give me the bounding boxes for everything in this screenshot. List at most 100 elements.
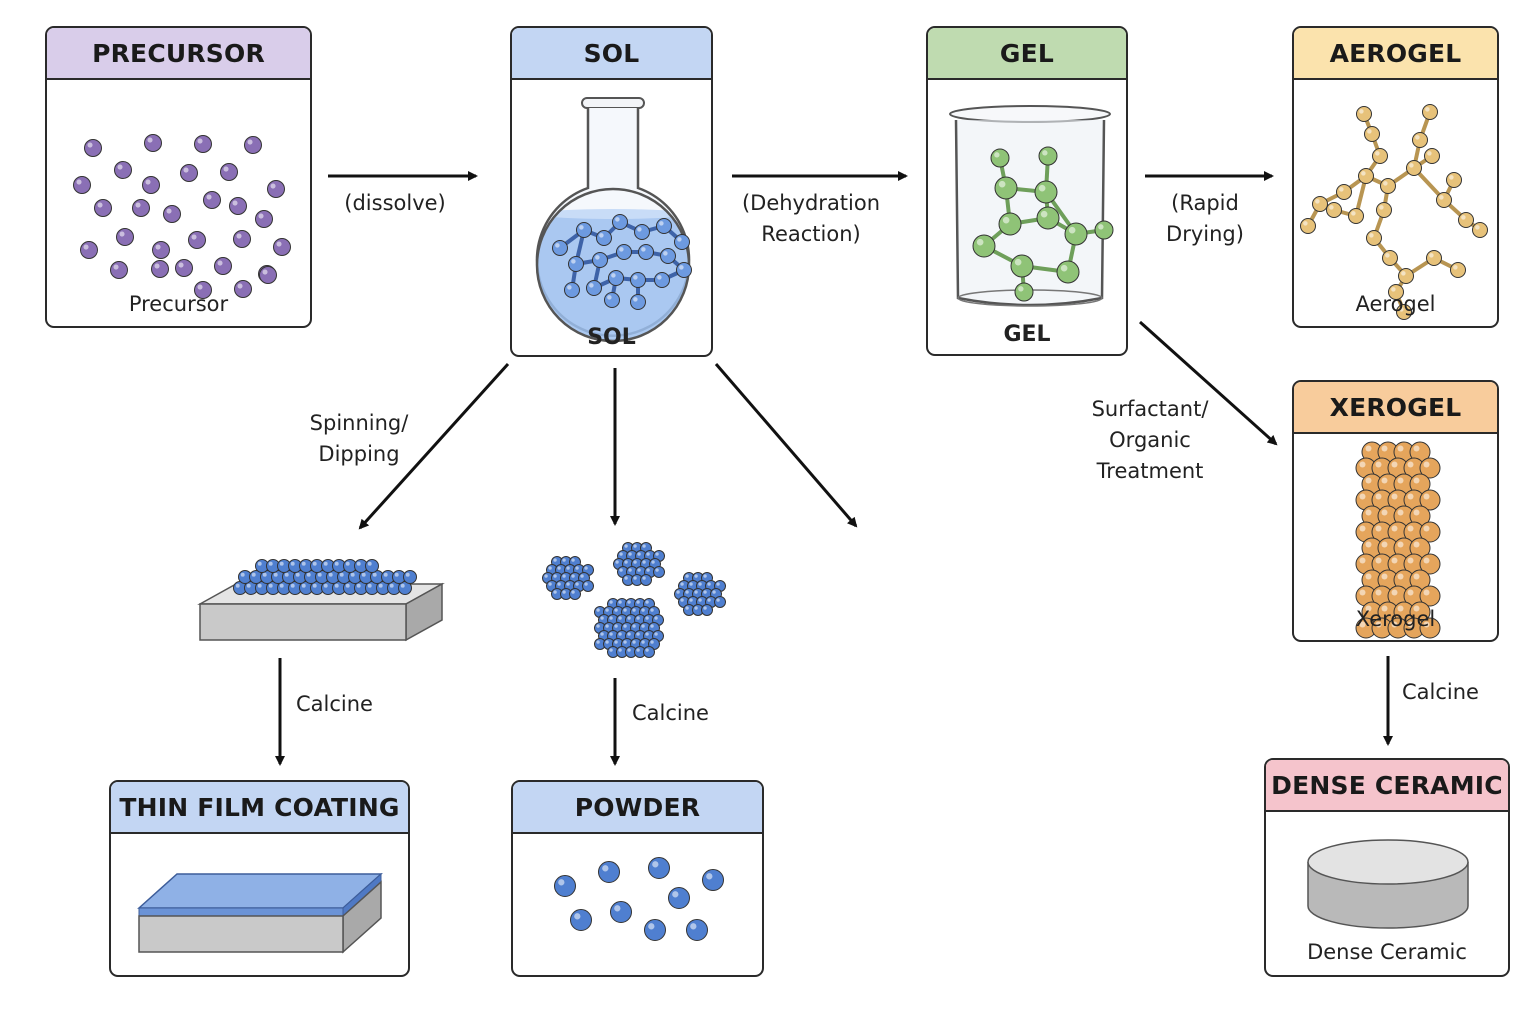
- precursor-particle: [132, 199, 150, 217]
- cluster-particle: [607, 598, 619, 610]
- cluster-particle: [649, 558, 661, 570]
- film-particle: [315, 570, 329, 584]
- cluster-particle: [648, 622, 660, 634]
- gel-node: [1010, 254, 1034, 278]
- cluster-particle: [635, 550, 647, 562]
- aerogel-node: [1348, 208, 1364, 224]
- label-calcine-xerogel: Calcine: [1402, 680, 1479, 704]
- precursor-header: PRECURSOR: [47, 28, 310, 80]
- precursor-particle: [152, 241, 170, 259]
- xerogel-particle-stack: [1355, 441, 1441, 639]
- aerogel-node: [1450, 262, 1466, 278]
- cluster-particle: [639, 622, 651, 634]
- film-particle: [365, 581, 379, 595]
- cluster-particle: [643, 614, 655, 626]
- aerogel-node: [1380, 178, 1396, 194]
- cluster-particle: [564, 580, 576, 592]
- precursor-particle: [203, 191, 221, 209]
- dense-ceramic-header: DENSE CERAMIC: [1266, 760, 1508, 812]
- label-calcine-powder: Calcine: [632, 701, 709, 725]
- film-particle: [299, 559, 313, 573]
- precursor-particle: [180, 164, 198, 182]
- powder-header: POWDER: [513, 782, 762, 834]
- cluster-particle: [634, 598, 646, 610]
- precursor-particle: [84, 139, 102, 157]
- film-particle: [260, 570, 274, 584]
- aerogel-node: [1372, 148, 1388, 164]
- film-particle: [343, 581, 357, 595]
- sol-particle: [608, 270, 624, 286]
- cluster-particle: [696, 580, 708, 592]
- aerogel-box: AEROGEL Aerogel: [1292, 26, 1499, 328]
- sol-caption: SOL: [587, 325, 636, 350]
- aerogel-caption: Aerogel: [1355, 292, 1436, 316]
- cluster-particle: [683, 572, 695, 584]
- powder-particle: [702, 869, 724, 891]
- thin-film-box: THIN FILM COATING: [109, 780, 410, 977]
- gel-node: [972, 234, 996, 258]
- precursor-particle: [267, 180, 285, 198]
- cluster-particle: [631, 574, 643, 586]
- powder-clusters: [542, 542, 726, 658]
- aerogel-node: [1300, 218, 1316, 234]
- film-particle: [343, 559, 357, 573]
- cluster-particle: [569, 572, 581, 584]
- film-particle: [332, 581, 346, 595]
- film-particle: [403, 570, 417, 584]
- cluster-particle: [683, 588, 695, 600]
- sol-box: SOL SOL: [510, 26, 713, 357]
- cluster-particle: [643, 646, 655, 658]
- sol-particle: [592, 252, 608, 268]
- aerogel-node: [1356, 106, 1372, 122]
- film-particle: [376, 581, 390, 595]
- film-particle: [277, 581, 291, 595]
- sol-particle: [630, 272, 646, 288]
- dense-ceramic-box: DENSE CERAMIC Dense Ceramic: [1264, 758, 1510, 977]
- precursor-particle: [142, 176, 160, 194]
- film-particle: [370, 570, 384, 584]
- cluster-particle: [701, 572, 713, 584]
- precursor-caption: Precursor: [128, 292, 229, 316]
- sol-header: SOL: [512, 28, 711, 80]
- cluster-particle: [705, 596, 717, 608]
- label-calcine-film: Calcine: [296, 692, 373, 716]
- film-particle: [332, 559, 346, 573]
- powder-particle: [668, 887, 690, 909]
- film-particle: [321, 559, 335, 573]
- label-spinning-dipping: Spinning/ Dipping: [309, 411, 409, 466]
- cluster-particle: [639, 606, 651, 618]
- aerogel-node: [1446, 172, 1462, 188]
- cluster-particle: [555, 580, 567, 592]
- cluster-particle: [640, 558, 652, 570]
- gel-beaker-icon: [949, 105, 1114, 307]
- aerogel-node: [1364, 126, 1380, 142]
- sol-particle: [604, 292, 620, 308]
- powder-particles: [554, 857, 724, 941]
- film-particle: [365, 559, 379, 573]
- film-particle: [299, 581, 313, 595]
- cluster-particle: [598, 614, 610, 626]
- film-particle: [244, 581, 258, 595]
- label-dissolve: (dissolve): [344, 191, 446, 215]
- precursor-particle: [116, 228, 134, 246]
- powder-particle: [554, 875, 576, 897]
- cluster-particle: [644, 566, 656, 578]
- aerogel-node: [1424, 148, 1440, 164]
- cluster-particle: [621, 638, 633, 650]
- label-dehydration-reaction: (Dehydration Reaction): [741, 191, 881, 246]
- cluster-particle: [683, 604, 695, 616]
- sol-particle: [634, 224, 650, 240]
- cluster-particle: [578, 572, 590, 584]
- cluster-particle: [598, 630, 610, 642]
- cluster-particle: [631, 542, 643, 554]
- cluster-particle: [622, 558, 634, 570]
- gel-node: [998, 212, 1022, 236]
- precursor-particle: [94, 199, 112, 217]
- cluster-particle: [551, 556, 563, 568]
- thin-film-header: THIN FILM COATING: [111, 782, 408, 834]
- cluster-particle: [625, 598, 637, 610]
- cluster-particle: [631, 558, 643, 570]
- label-rapid-drying: (Rapid Drying): [1166, 191, 1244, 246]
- gel-node: [994, 176, 1018, 200]
- cluster-particle: [687, 580, 699, 592]
